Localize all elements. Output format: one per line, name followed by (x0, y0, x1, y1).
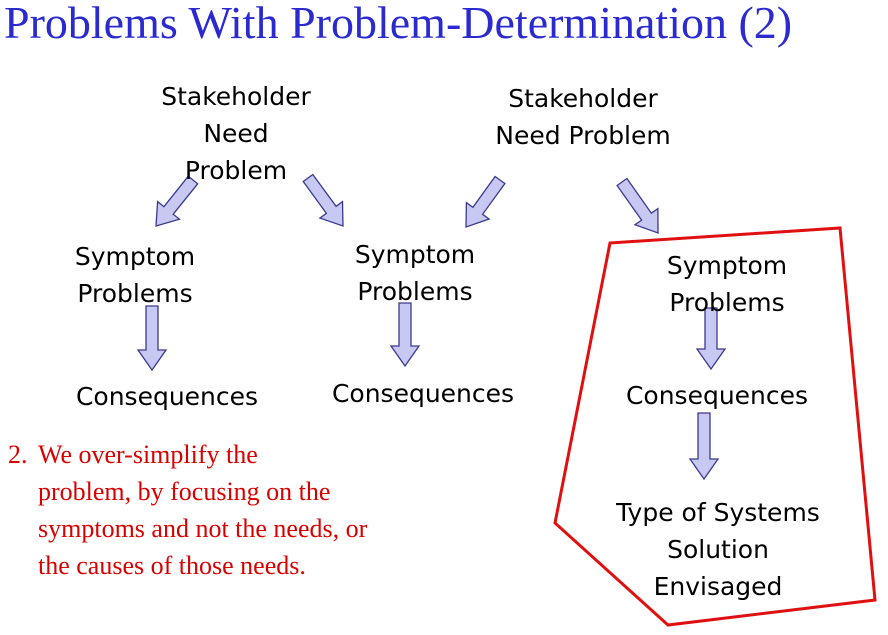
consequences-3: Consequences (625, 381, 809, 410)
note-number: 2. (8, 440, 28, 469)
note-line: We over-simplify the (38, 440, 258, 469)
arrow-consequences3-to-solution (688, 412, 720, 481)
consequences-2: Consequences (331, 379, 515, 408)
arrow-need2-to-symptom3 (616, 177, 659, 234)
note-line: symptoms and not the needs, or (38, 514, 368, 543)
arrow-symptom3-to-consequences3 (695, 307, 727, 371)
consequences-1: Consequences (75, 382, 259, 411)
arrow-symptom2-to-consequences2 (389, 302, 421, 368)
highlight-boundary (553, 226, 877, 627)
oversimplify-note: 2. We over-simplify the problem, by focu… (8, 436, 448, 584)
arrow-need2-to-symptom2 (465, 175, 506, 228)
arrow-need1-to-symptom1 (155, 175, 199, 227)
note-line: the causes of those needs. (38, 551, 306, 580)
arrow-need1-to-symptom2 (302, 173, 344, 227)
slide-title: Problems With Problem-Determination (2) (4, 0, 793, 48)
arrow-symptom1-to-consequences1 (136, 305, 168, 372)
note-line: problem, by focusing on the (38, 477, 331, 506)
